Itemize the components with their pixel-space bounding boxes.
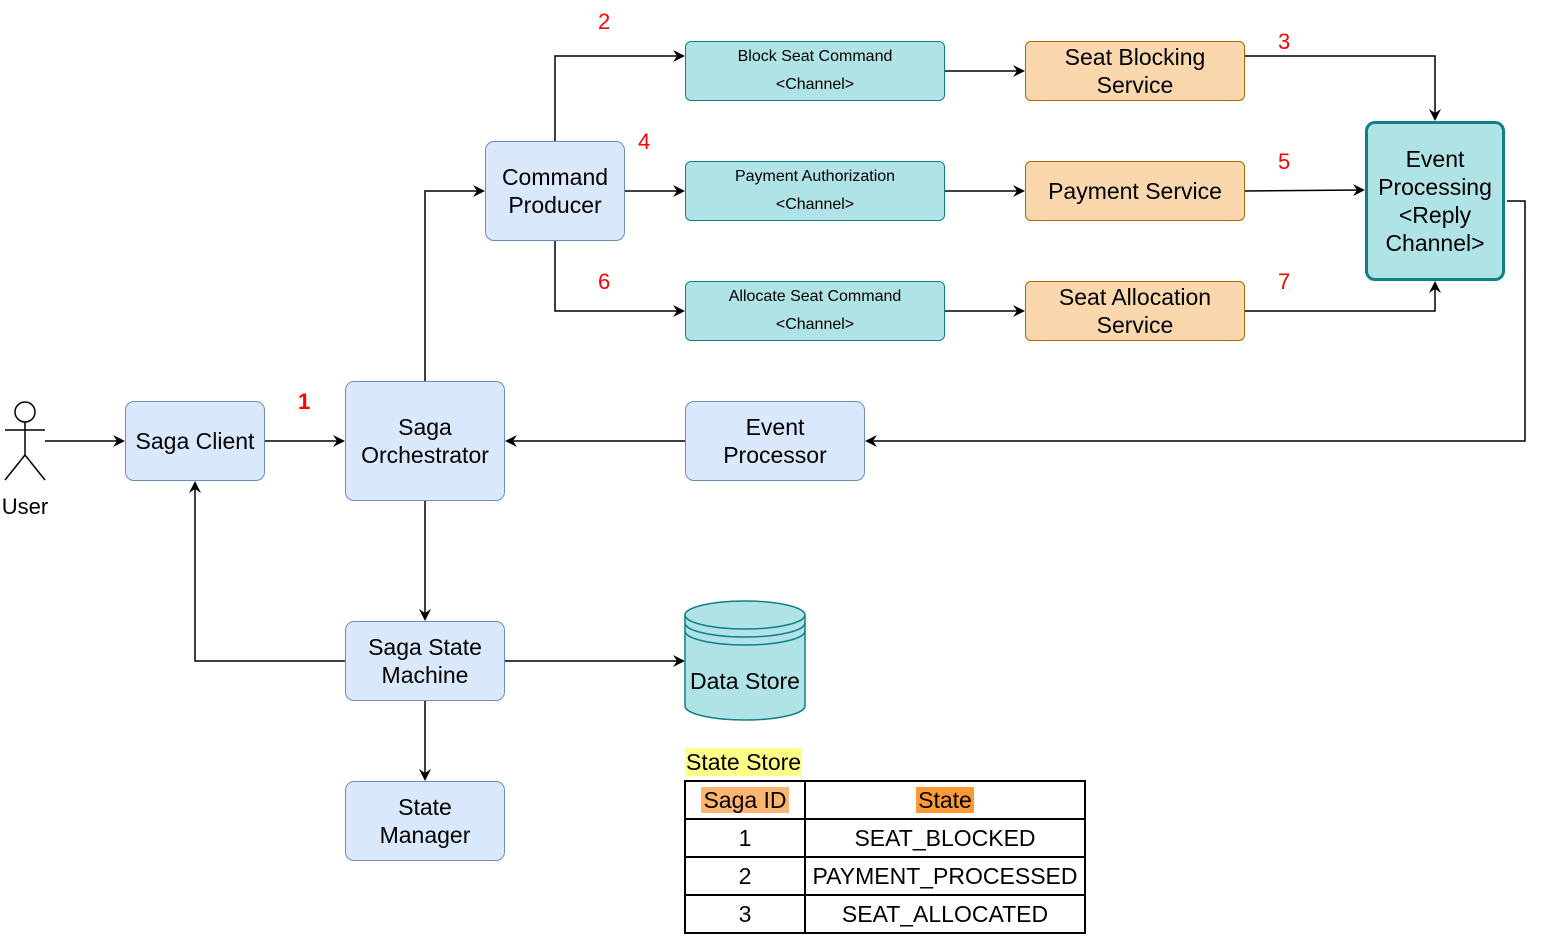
state-manager-node[interactable]: State Manager (345, 781, 505, 861)
state-cell: SEAT_BLOCKED (804, 818, 1086, 858)
event-processor-label-line1: Event (745, 414, 805, 440)
payment-authorization-channel-label-line2: <Channel> (775, 196, 855, 213)
edge-state-machine-to-saga-client (189, 481, 345, 662)
step-number-3: 3 (1278, 29, 1291, 54)
block-seat-channel-label-line1: Block Seat Command (737, 48, 893, 65)
edge-event-processing-to-event-processor (865, 200, 1526, 447)
saga-orchestrator-label-line1: Saga (398, 414, 452, 440)
state-manager-label-line1: State (398, 794, 452, 820)
allocate-seat-channel-label-line2: <Channel> (775, 316, 855, 333)
event-processing-label-line3: <Reply (1398, 202, 1472, 228)
event-processing-label-line1: Event (1405, 146, 1465, 172)
user-actor-icon (4, 401, 46, 481)
data-store-label: Data Store (690, 668, 800, 694)
edge-seat-blocking-to-event-processing (1245, 55, 1441, 121)
seat-blocking-service-label-line2: Service (1096, 72, 1174, 98)
event-processing-label-line2: Processing (1378, 174, 1492, 200)
data-store-cylinder-icon (684, 600, 806, 721)
saga-orchestrator-node[interactable]: Saga Orchestrator (345, 381, 505, 501)
state-store-table: Saga ID State 1 SEAT_BLOCKED 2 PAYMENT_P… (684, 780, 1086, 934)
command-producer-node[interactable]: Command Producer (485, 141, 625, 241)
edge-orchestrator-to-command-producer (424, 185, 485, 381)
event-processing-reply-channel-node[interactable]: Event Processing <Reply Channel> (1365, 121, 1505, 281)
saga-state-machine-label-line1: Saga State (368, 634, 482, 660)
step-number-5: 5 (1278, 149, 1291, 174)
saga-id-cell: 2 (684, 856, 806, 896)
state-cell: SEAT_ALLOCATED (804, 894, 1086, 934)
saga-orchestrator-label-line2: Orchestrator (361, 442, 489, 468)
saga-id-cell: 3 (684, 894, 806, 934)
seat-blocking-service-label-line1: Seat Blocking (1064, 44, 1206, 70)
saga-client-node[interactable]: Saga Client (125, 401, 265, 481)
edge-producer-to-allocate-channel (554, 241, 685, 317)
step-number-7: 7 (1278, 269, 1291, 294)
command-producer-label-line1: Command (501, 164, 609, 190)
saga-state-machine-node[interactable]: Saga State Machine (345, 621, 505, 701)
saga-client-label: Saga Client (135, 428, 255, 454)
edge-payment-service-to-event-processing (1244, 184, 1365, 197)
event-processor-label-line2: Processor (723, 442, 827, 468)
state-store-title: State Store (685, 748, 803, 776)
payment-service-node[interactable]: Payment Service (1025, 161, 1245, 221)
state-cell: PAYMENT_PROCESSED (804, 856, 1086, 896)
saga-id-cell: 1 (684, 818, 806, 858)
step-number-4: 4 (638, 129, 651, 154)
table-row: 2 PAYMENT_PROCESSED (684, 856, 1086, 896)
block-seat-channel-label-line2: <Channel> (775, 76, 855, 93)
saga-id-column-header: Saga ID (684, 780, 806, 820)
table-row: 1 SEAT_BLOCKED (684, 818, 1086, 858)
event-processing-label-line4: Channel> (1385, 230, 1485, 256)
seat-allocation-service-label-line2: Service (1096, 312, 1174, 338)
step-number-1: 1 (298, 389, 311, 414)
saga-state-machine-label-line2: Machine (381, 662, 469, 688)
allocate-seat-channel-label-line1: Allocate Seat Command (728, 288, 902, 305)
event-processor-node[interactable]: Event Processor (685, 401, 865, 481)
payment-authorization-channel-node[interactable]: Payment Authorization <Channel> (685, 161, 945, 221)
user-label: User (1, 494, 49, 519)
allocate-seat-channel-node[interactable]: Allocate Seat Command <Channel> (685, 281, 945, 341)
payment-service-label: Payment Service (1048, 178, 1222, 204)
edge-producer-to-block-seat-channel (554, 50, 685, 141)
state-column-header: State (804, 780, 1086, 820)
seat-blocking-service-node[interactable]: Seat Blocking Service (1025, 41, 1245, 101)
state-manager-label-line2: Manager (379, 822, 471, 848)
step-number-2: 2 (598, 9, 611, 34)
seat-allocation-service-node[interactable]: Seat Allocation Service (1025, 281, 1245, 341)
payment-authorization-channel-label-line1: Payment Authorization (734, 168, 896, 185)
command-producer-label-line2: Producer (508, 192, 602, 218)
state-store-header-row: Saga ID State (684, 780, 1086, 820)
table-row: 3 SEAT_ALLOCATED (684, 894, 1086, 934)
step-number-6: 6 (598, 269, 611, 294)
edge-seat-allocation-to-event-processing (1245, 281, 1441, 312)
block-seat-channel-node[interactable]: Block Seat Command <Channel> (685, 41, 945, 101)
seat-allocation-service-label-line1: Seat Allocation (1058, 284, 1212, 310)
